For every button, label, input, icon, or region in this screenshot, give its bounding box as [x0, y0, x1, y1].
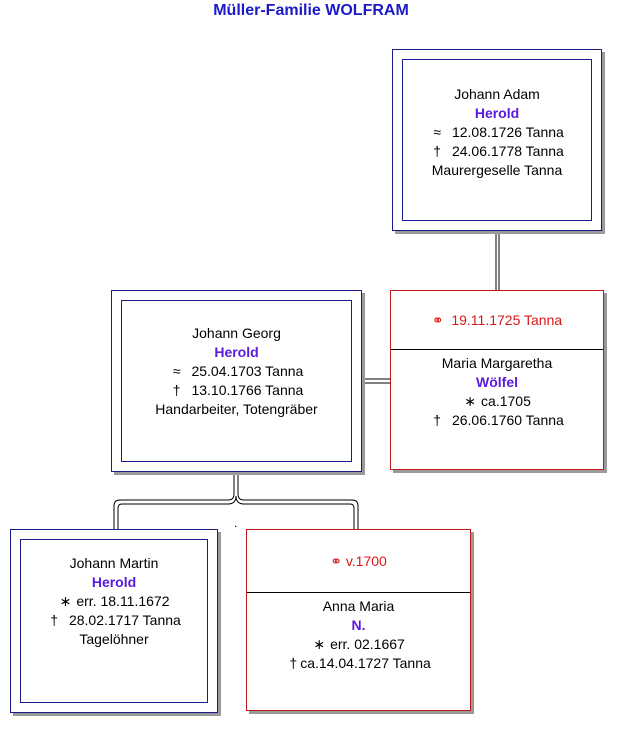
death-cross-icon: † — [433, 143, 442, 159]
person-card[interactable]: Johann Georg Herold ≈ 25.04.1703 Tanna †… — [111, 290, 362, 472]
baptism-icon: ≈ — [433, 124, 442, 140]
parent1-surname: Herold — [91, 574, 137, 590]
father-baptism-date: 12.08.1726 Tanna — [451, 124, 564, 140]
parent1-card[interactable]: Johann Martin Herold ∗ err. 18.11.1672 †… — [10, 529, 218, 713]
spouse-marriage-date: 19.11.1725 Tanna — [451, 312, 563, 328]
parent2-given-name: Anna Maria — [322, 598, 395, 614]
birth-star-icon: ∗ — [313, 636, 326, 652]
parent2-birth: ∗ err. 02.1667 — [247, 635, 470, 654]
marriage-rings-icon: ⚭ — [330, 553, 342, 569]
birth-star-icon: ∗ — [464, 393, 476, 409]
parent2-death: †ca.14.04.1727 Tanna — [247, 654, 470, 673]
father-card-inner: Johann Adam Herold ≈ 12.08.1726 Tanna † … — [402, 59, 592, 221]
person-occupation: Handarbeiter, Totengräber — [155, 401, 318, 417]
parent1-death: † 28.02.1717 Tanna — [21, 611, 207, 630]
parent2-details: Anna Maria N. ∗ err. 02.1667 †ca.14.04.1… — [247, 593, 470, 673]
spouse-card[interactable]: ⚭ 19.11.1725 Tanna Maria Margaretha Wölf… — [390, 290, 604, 470]
death-cross-icon: † — [289, 655, 298, 671]
person-baptism: ≈ 25.04.1703 Tanna — [122, 362, 351, 381]
father-surname: Herold — [474, 105, 520, 121]
parent1-birth: ∗ err. 18.11.1672 — [21, 592, 207, 611]
person-card-inner: Johann Georg Herold ≈ 25.04.1703 Tanna †… — [121, 300, 352, 462]
parent2-death-date: ca.14.04.1727 Tanna — [300, 655, 431, 671]
parent2-marriage-date: v.1700 — [345, 553, 387, 569]
death-cross-icon: † — [50, 612, 59, 628]
father-given-name: Johann Adam — [454, 86, 540, 102]
father-baptism: ≈ 12.08.1726 Tanna — [403, 123, 591, 142]
spouse-surname: Wölfel — [476, 374, 518, 390]
parent2-surname: N. — [351, 617, 366, 633]
death-cross-icon: † — [433, 412, 442, 428]
parent1-card-inner: Johann Martin Herold ∗ err. 18.11.1672 †… — [20, 539, 208, 703]
death-cross-icon: † — [172, 382, 181, 398]
person-surname: Herold — [214, 344, 259, 360]
person-death: † 13.10.1766 Tanna — [122, 381, 351, 400]
spouse-death: † 26.06.1760 Tanna — [391, 411, 603, 430]
parent1-death-date: 28.02.1717 Tanna — [68, 612, 181, 628]
parent1-occupation: Tagelöhner — [79, 631, 149, 647]
spouse-details: Maria Margaretha Wölfel ∗ ca.1705 † 26.0… — [391, 350, 603, 430]
person-given-name: Johann Georg — [192, 325, 281, 341]
father-death-date: 24.06.1778 Tanna — [451, 143, 564, 159]
spouse-given-name: Maria Margaretha — [441, 355, 553, 371]
baptism-icon: ≈ — [172, 363, 181, 379]
parent1-birth-date: err. 18.11.1672 — [76, 593, 170, 609]
parent1-given-name: Johann Martin — [69, 555, 159, 571]
father-card[interactable]: Johann Adam Herold ≈ 12.08.1726 Tanna † … — [392, 49, 602, 231]
spouse-death-date: 26.06.1760 Tanna — [451, 412, 564, 428]
person-death-date: 13.10.1766 Tanna — [191, 382, 304, 398]
person-baptism-date: 25.04.1703 Tanna — [191, 363, 304, 379]
page-title: Müller-Familie WOLFRAM — [213, 2, 409, 19]
birth-star-icon: ∗ — [59, 593, 72, 609]
father-occupation: Maurergeselle Tanna — [431, 162, 563, 178]
spouse-birth-date: ca.1705 — [481, 393, 531, 409]
spouse-birth: ∗ ca.1705 — [391, 392, 603, 411]
parent2-card[interactable]: ⚭ v.1700 Anna Maria N. ∗ err. 02.1667 †c… — [246, 529, 471, 711]
stray-dot: . — [234, 516, 238, 530]
father-death: † 24.06.1778 Tanna — [403, 142, 591, 161]
marriage-rings-icon: ⚭ — [431, 312, 444, 328]
spouse-marriage: ⚭ 19.11.1725 Tanna — [391, 291, 603, 350]
parent2-birth-date: err. 02.1667 — [330, 636, 405, 652]
parent2-marriage: ⚭ v.1700 — [247, 530, 470, 593]
